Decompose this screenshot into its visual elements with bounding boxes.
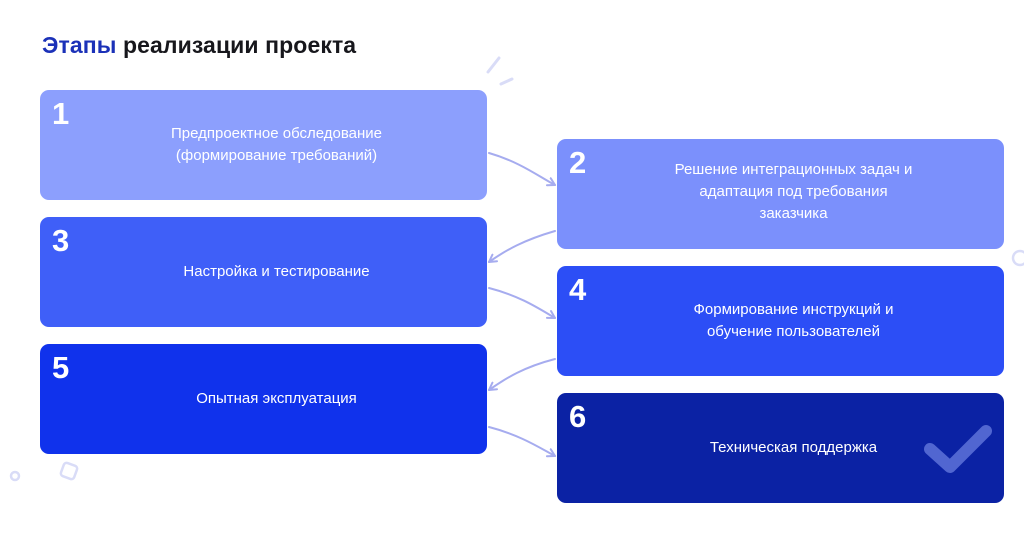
page-title: Этапы реализации проекта	[42, 32, 356, 59]
doodle-dashes	[486, 56, 514, 86]
step-text: Решение интеграционных задач и адаптация…	[674, 161, 913, 222]
step-number: 6	[569, 399, 587, 434]
title-accent: Этапы	[42, 32, 117, 58]
arrow-5-to-6	[488, 426, 556, 458]
step-text: Формирование инструкций и обучение польз…	[693, 301, 894, 340]
step-number: 2	[569, 145, 587, 180]
flow-arrows	[488, 152, 556, 458]
arrow-2-to-3	[488, 230, 556, 263]
step-number: 3	[52, 223, 70, 258]
arrow-4-to-5	[488, 358, 556, 391]
step-card-6: 6 Техническая поддержка	[557, 393, 1004, 503]
arrow-1-to-2	[488, 152, 556, 187]
step-number: 4	[569, 272, 587, 307]
step-card-4: 4 Формирование инструкций и обучение пол…	[557, 266, 1004, 376]
step-text: Опытная эксплуатация	[196, 390, 357, 407]
step-card-5: 5 Опытная эксплуатация	[40, 344, 487, 454]
step-card-1: 1 Предпроектное обследование (формирован…	[40, 90, 487, 200]
arrow-3-to-4	[488, 287, 556, 319]
checkmark-icon	[924, 425, 992, 473]
step-text: Настройка и тестирование	[183, 263, 370, 280]
title-rest: реализации проекта	[116, 32, 357, 58]
step-card-3: 3 Настройка и тестирование	[40, 217, 487, 327]
step-number: 5	[52, 350, 70, 385]
step-number: 1	[52, 96, 70, 131]
step-text: Предпроектное обследование (формирование…	[170, 125, 383, 164]
step-card-2: 2 Решение интеграционных задач и адаптац…	[557, 139, 1004, 249]
step-text: Техническая поддержка	[709, 439, 878, 456]
